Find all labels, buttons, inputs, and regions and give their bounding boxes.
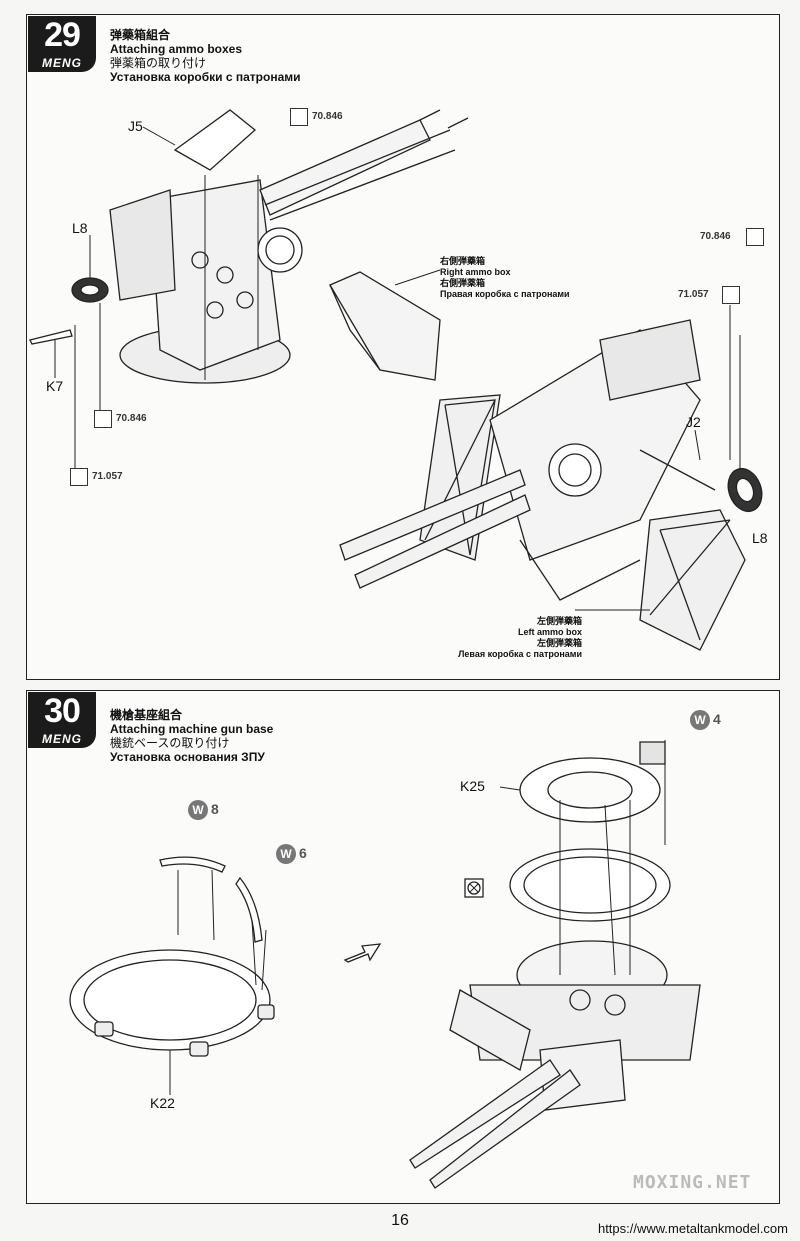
title-en: Attaching ammo boxes [110,42,243,56]
step-number: 30 [44,692,81,730]
step-30-badge: 30 MENG [28,692,96,748]
weight-icon: W [188,800,208,820]
paint-code: 71.057 [92,471,123,482]
paint-code: 71.057 [678,289,709,300]
base-assembly-right [409,740,701,1189]
part-label-l8-top: L8 [72,220,88,236]
part-label-l8-bottom: L8 [752,530,768,546]
part-label-k7: K7 [46,378,64,394]
weight-number: 4 [713,711,721,727]
paint-icon [70,468,88,486]
weight-number: 6 [299,845,307,861]
paint-code: 70.846 [700,231,731,242]
step-30-panel [26,690,780,1204]
paint-icon [746,228,764,246]
upper-gun-mount [29,109,469,384]
part-label-j2: J2 [686,414,701,430]
weight-number: 8 [211,801,219,817]
brand-logo: MENG [42,56,82,70]
paint-icon [722,286,740,304]
title-jp: 弾薬箱の取り付け [110,56,207,70]
title-cn: 弹藥箱組合 [110,28,171,42]
title-en: Attaching machine gun base [110,722,274,736]
step-29-badge: 29 MENG [28,16,96,72]
source-url: https://www.metaltankmodel.com [597,1221,788,1236]
right-ammo-box-label: 右側弾藥箱 Right ammo box 右側弾薬箱 Правая коробк… [440,256,570,299]
title-jp: 機銃ベースの取り付け [110,736,230,750]
step-number: 29 [44,16,81,54]
weight-icon: W [690,710,710,730]
brand-logo: MENG [42,732,82,746]
weight-icon: W [276,844,296,864]
page-number: 16 [391,1212,409,1229]
left-ammo-box-label: 左側弾藥箱 Left ammo box 左側弾薬箱 Левая коробка … [458,616,582,659]
paint-icon [290,108,308,126]
paint-code: 70.846 [312,111,343,122]
part-label-k25: K25 [460,778,485,794]
base-ring-left [69,856,382,1095]
part-label-j5: J5 [128,118,143,134]
title-ru: Установка основания ЗПУ [110,750,265,764]
leader-lines [54,126,741,611]
title-cn: 機槍基座組合 [110,708,183,722]
paint-code: 70.846 [116,413,147,424]
title-ru: Установка коробки с патронами [110,70,301,84]
part-label-k22: K22 [150,1095,175,1111]
lower-gun-mount [339,319,763,651]
step-30-title: 機槍基座組合 Attaching machine gun base 機銃ベースの… [110,708,273,764]
step-29-title: 弹藥箱組合 Attaching ammo boxes 弾薬箱の取り付け Уста… [110,28,301,84]
watermark: MOXING.NET [633,1172,752,1193]
paint-icon [94,410,112,428]
